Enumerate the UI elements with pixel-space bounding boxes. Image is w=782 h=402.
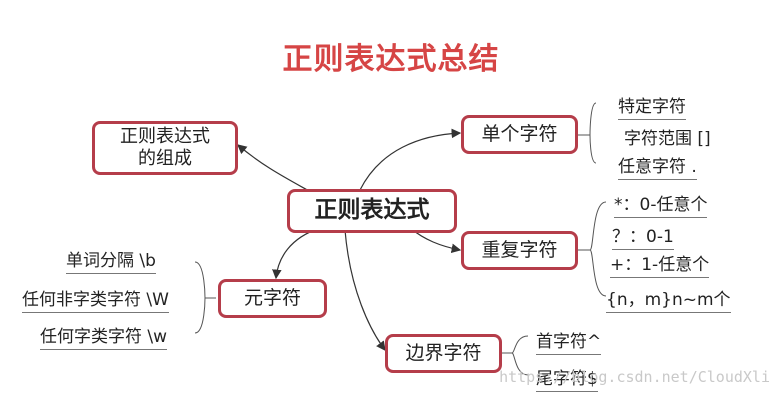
repeat-item-2: ？：0-1 — [612, 222, 674, 250]
meta-item-3: 任何字类字符 \w — [40, 322, 168, 350]
single-item-2: 字符范围 [] — [624, 129, 711, 149]
node-boundary: 边界字符 — [385, 334, 502, 373]
arrow-to-boundary — [344, 229, 386, 351]
node-repeat: 重复字符 — [461, 231, 578, 270]
boundary-item-1: 首字符^ — [536, 327, 602, 355]
meta-item-1: 单词分隔 \b — [66, 246, 156, 274]
repeat-item-1: *：0-任意个 — [614, 190, 708, 218]
bracket-repeat — [578, 201, 607, 297]
bracket-single — [578, 102, 597, 164]
repeat-item-3: +：1-任意个 — [610, 250, 710, 278]
node-center: 正则表达式 — [287, 189, 457, 233]
diagram-title: 正则表达式总结 — [282, 42, 500, 77]
node-single: 单个字符 — [461, 115, 578, 154]
repeat-item-4: {n，m}n~m个 — [606, 285, 731, 313]
arrow-to-meta — [272, 227, 321, 280]
watermark: https://blog.csdn.net/CloudXli — [499, 368, 770, 386]
node-meta: 元字符 — [218, 279, 327, 318]
bracket-boundary — [502, 335, 529, 376]
meta-item-2: 任何非字类字符 \W — [22, 285, 169, 313]
boundary-item-2: 尾字符$ — [536, 364, 598, 392]
single-item-3: 任意字符 . — [618, 152, 697, 180]
node-composition: 正则表达式 的组成 — [92, 121, 238, 175]
bracket-meta — [194, 261, 216, 334]
single-item-1: 特定字符 — [618, 92, 686, 120]
arrow-to-single — [359, 128, 462, 191]
